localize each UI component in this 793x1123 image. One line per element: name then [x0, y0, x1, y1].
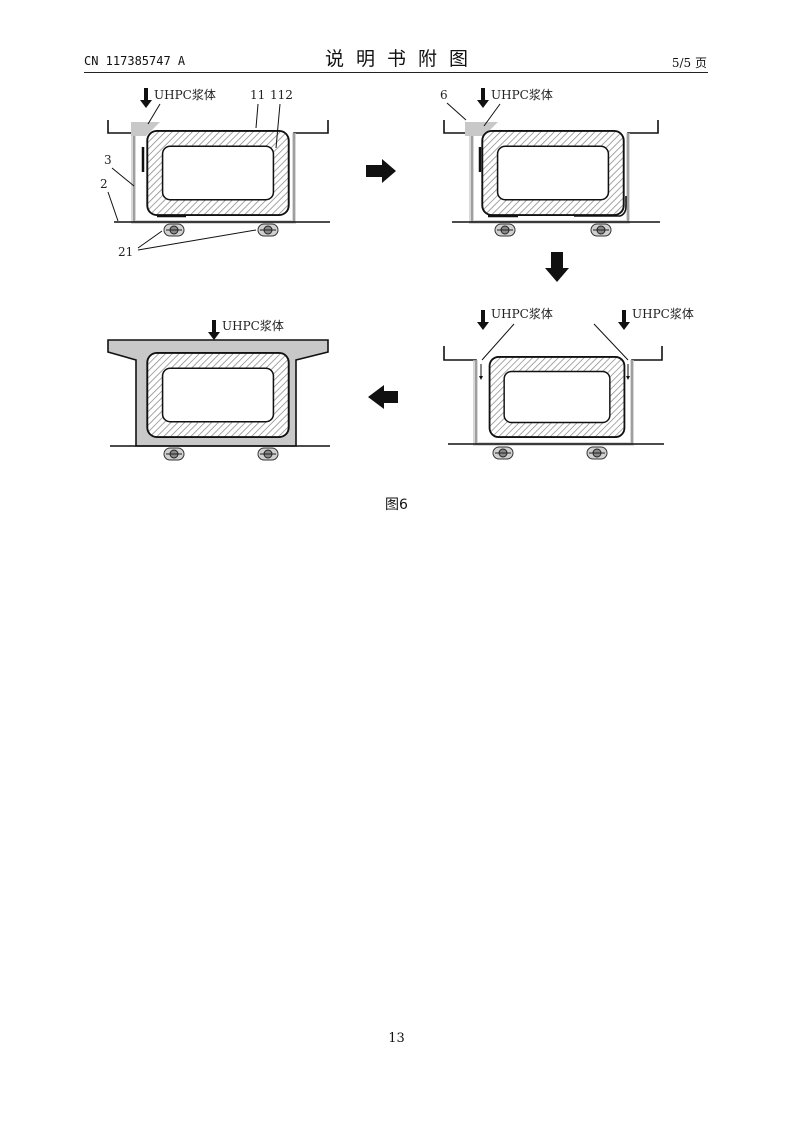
panel-4: UHPC浆体 — [107, 318, 330, 461]
wheel-icon — [492, 446, 514, 460]
ref-3: 3 — [104, 153, 112, 167]
panel-3: UHPC浆体 UHPC浆体 — [443, 306, 694, 460]
arrow-left-icon — [368, 385, 398, 409]
header-rule — [84, 72, 708, 73]
wheel-icon — [163, 223, 185, 237]
uhpc-label: UHPC浆体 — [491, 87, 553, 102]
uhpc-label: UHPC浆体 — [222, 318, 284, 333]
figure-caption: 图6 — [385, 497, 408, 513]
page-number: 13 — [388, 1031, 405, 1046]
panel-2: UHPC浆体 6 — [440, 87, 660, 237]
wheel-icon — [590, 223, 612, 237]
publication-number: CN 117385747 A — [84, 54, 186, 68]
wheel-icon — [586, 446, 608, 460]
ref-6: 6 — [440, 88, 448, 102]
uhpc-label: UHPC浆体 — [154, 87, 216, 102]
uhpc-label: UHPC浆体 — [491, 306, 553, 321]
ref-112: 112 — [270, 88, 293, 102]
ref-11: 11 — [250, 88, 265, 102]
wheel-icon — [163, 447, 185, 461]
wheel-icon — [257, 223, 279, 237]
wheel-icon — [494, 223, 516, 237]
page-of-total: 5/5 页 — [671, 56, 707, 70]
ref-2: 2 — [100, 177, 108, 191]
section-title: 说明书附图 — [324, 48, 480, 70]
uhpc-label: UHPC浆体 — [632, 306, 694, 321]
panel-1: UHPC浆体 11 112 3 2 21 — [100, 87, 330, 259]
ref-21: 21 — [118, 245, 133, 259]
figure-6-drawing: UHPC浆体 11 112 3 2 21 UHPC浆体 6 — [100, 87, 694, 461]
arrow-right-icon — [366, 159, 396, 183]
wheel-icon — [257, 447, 279, 461]
arrow-down-icon — [545, 252, 569, 282]
